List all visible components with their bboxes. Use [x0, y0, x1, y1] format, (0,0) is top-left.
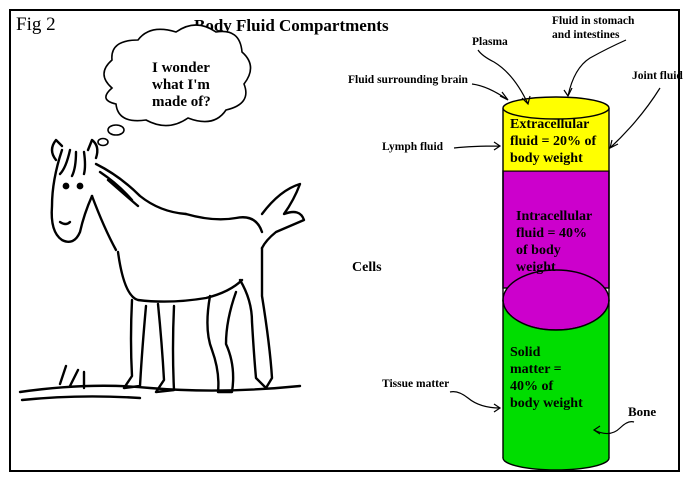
label-brain-fluid: Fluid surrounding brain	[348, 74, 468, 86]
label-line: Fluid in stomach	[552, 14, 634, 28]
extracellular-line: Extracellular	[510, 116, 596, 133]
label-stomach-intestines: Fluid in stomach and intestines	[552, 14, 634, 42]
bubble-line: I wonder	[152, 60, 211, 77]
solid-line: matter =	[510, 361, 583, 378]
bubble-text: I wonder what I'm made of?	[152, 60, 211, 111]
solid-line: 40% of	[510, 378, 583, 395]
bubble-line: made of?	[152, 94, 211, 111]
extracellular-text: Extracellular fluid = 20% of body weight	[510, 116, 596, 167]
label-joint-fluid: Joint fluid	[632, 70, 683, 82]
label-lymph-fluid: Lymph fluid	[382, 141, 443, 153]
extracellular-line: fluid = 20% of	[510, 133, 596, 150]
bubble-line: what I'm	[152, 77, 211, 94]
label-cells: Cells	[352, 260, 382, 276]
extracellular-line: body weight	[510, 150, 596, 167]
solid-text: Solid matter = 40% of body weight	[510, 344, 583, 412]
label-tissue-matter: Tissue matter	[382, 378, 449, 390]
solid-line: body weight	[510, 395, 583, 412]
intracellular-line: of body	[516, 242, 592, 259]
solid-line: Solid	[510, 344, 583, 361]
label-line: and intestines	[552, 28, 634, 42]
label-plasma: Plasma	[472, 36, 508, 48]
label-bone: Bone	[628, 404, 656, 420]
intracellular-line: Intracellular	[516, 208, 592, 225]
intracellular-line: weight	[516, 259, 592, 276]
intracellular-text: Intracellular fluid = 40% of body weight	[516, 208, 592, 276]
horse-illustration	[20, 140, 304, 400]
intracellular-line: fluid = 40%	[516, 225, 592, 242]
